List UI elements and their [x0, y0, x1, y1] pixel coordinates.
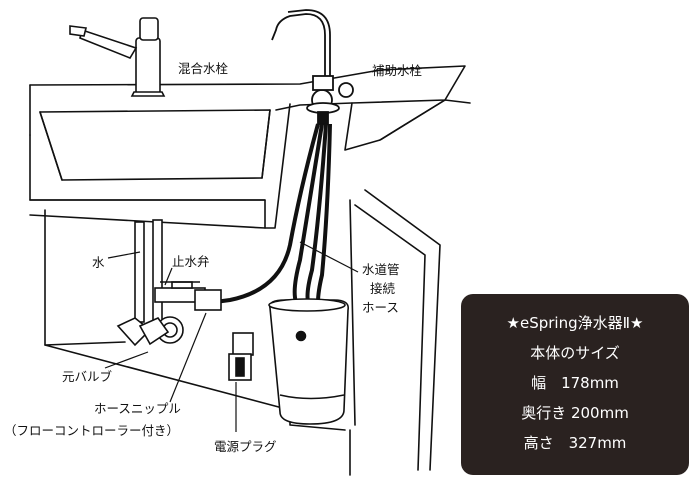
label-aux-faucet: 補助水栓 [372, 63, 423, 78]
spec-title: ★eSpring浄水器Ⅱ★ [506, 314, 644, 332]
aux-faucet-drawing [271, 9, 354, 125]
label-hose-line1: 水道管 [362, 262, 400, 277]
leader-lines [104, 241, 359, 432]
label-flow-controller: （フローコントローラー付き） [4, 423, 180, 438]
power-outlet [228, 332, 254, 381]
connection-hoses [214, 123, 332, 304]
label-stop-valve: 止水弁 [172, 254, 210, 269]
spec-height: 高さ 327mm [523, 434, 627, 452]
label-main-valve: 元バルブ [62, 369, 113, 384]
label-hose-line2: 接続 [370, 281, 396, 296]
label-hose-line3: ホース [362, 300, 399, 315]
sink-basin [39, 109, 271, 181]
spec-depth: 奥行き 200mm [521, 404, 629, 422]
water-pipes [116, 219, 222, 347]
spec-width: 幅 178mm [531, 374, 619, 392]
label-hose-nipple: ホースニップル [94, 401, 181, 416]
spec-box: ★eSpring浄水器Ⅱ★ 本体のサイズ 幅 178mm 奥行き 200mm 高… [461, 294, 689, 475]
espring-unit [268, 298, 350, 425]
mixing-faucet-drawing [69, 17, 166, 97]
label-power-plug: 電源プラグ [214, 439, 277, 454]
label-mixing-faucet: 混合水栓 [178, 61, 229, 76]
label-water: 水 [92, 255, 105, 270]
spec-subtitle: 本体のサイズ [530, 344, 620, 362]
